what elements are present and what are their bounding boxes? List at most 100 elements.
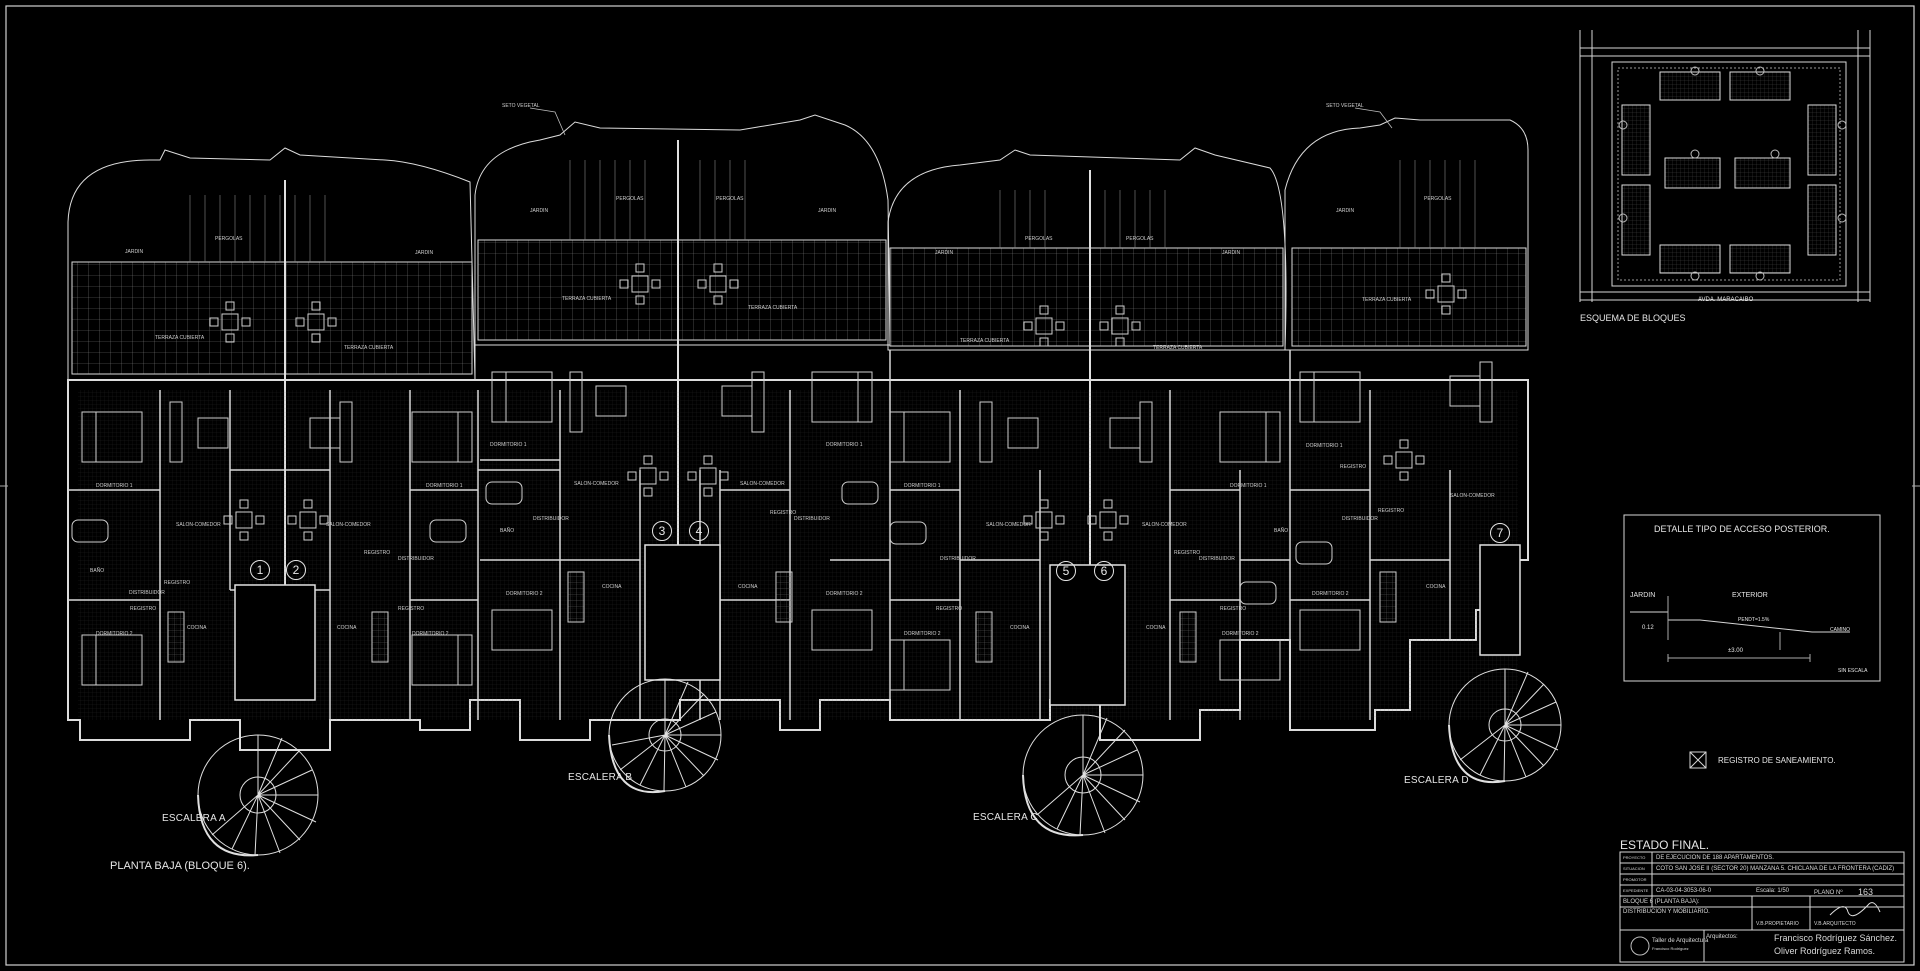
detail-exterior: EXTERIOR <box>1732 592 1768 599</box>
terrace-grid-2 <box>477 239 887 341</box>
spiral-stair-c <box>1022 714 1144 837</box>
room-label: DISTRIBUIDOR <box>129 590 165 596</box>
seto-label-2: SETO VEGETAL <box>1326 103 1364 109</box>
room-label: SALON-COMEDOR <box>1142 522 1187 528</box>
room-label: TERRAZA CUBIERTA <box>1153 345 1203 351</box>
detail-title: DETALLE TIPO DE ACCESO POSTERIOR. <box>1654 524 1830 534</box>
unit-number-5: 5 <box>1056 561 1076 581</box>
room-label: COCINA <box>1426 584 1446 590</box>
room-label: DORMITORIO 2 <box>904 631 941 637</box>
titleblock-heading: ESTADO FINAL. <box>1620 838 1710 852</box>
spiral-stair-d <box>1448 668 1562 784</box>
room-label: TERRAZA CUBIERTA <box>155 335 205 341</box>
beds <box>81 371 1361 691</box>
plan-title: PLANTA BAJA (BLOQUE 6). <box>110 860 250 872</box>
room-label: SALON-COMEDOR <box>1450 493 1495 499</box>
title-block <box>1619 851 1905 963</box>
room-label: DORMITORIO 2 <box>1222 631 1259 637</box>
garden-outline-3 <box>887 147 1287 351</box>
room-label: DISTRIBUIDOR <box>940 556 976 562</box>
legend-text: REGISTRO DE SANEAMIENTO. <box>1718 756 1836 765</box>
room-label: SALON-COMEDOR <box>326 522 371 528</box>
tb-block-desc-2: DISTRIBUCION Y MOBILIARIO. <box>1623 909 1710 915</box>
room-label: PERGOLAS <box>616 196 644 202</box>
room-label: DISTRIBUIDOR <box>1199 556 1235 562</box>
block-scheme <box>1579 30 1871 302</box>
room-label: REGISTRO <box>130 606 157 612</box>
room-label: BAÑO <box>500 528 515 534</box>
room-label: DORMITORIO 1 <box>904 483 941 489</box>
tb-expediente: CA-03-04-3053-06-0 <box>1656 888 1712 894</box>
room-label: PERGOLAS <box>1025 236 1053 242</box>
floor-plan <box>0 107 1920 857</box>
sofas <box>169 361 1493 463</box>
room-label: DORMITORIO 2 <box>96 631 133 637</box>
scheme-title: ESQUEMA DE BLOQUES <box>1580 313 1686 323</box>
room-label: COCINA <box>1010 625 1030 631</box>
room-label: REGISTRO <box>398 606 425 612</box>
tb-block-desc-1: BLOQUE 6 (PLANTA BAJA): <box>1623 899 1700 905</box>
unit-number-4: 4 <box>689 521 709 541</box>
detail-jardin: JARDIN <box>1630 592 1656 599</box>
tb-vb-arquitecto: V.B.ARQUITECTO <box>1814 921 1856 927</box>
tb-escala: Escala: 1/50 <box>1756 888 1790 894</box>
room-label: SALON-COMEDOR <box>986 522 1031 528</box>
room-label: JARDIN <box>935 250 954 256</box>
detail-height: 0.12 <box>1642 625 1654 631</box>
room-label: DISTRIBUIDOR <box>533 516 569 522</box>
room-label: REGISTRO <box>1220 606 1247 612</box>
room-label: JARDIN <box>415 250 434 256</box>
room-label: PERGOLAS <box>1126 236 1154 242</box>
room-label: DORMITORIO 2 <box>506 591 543 597</box>
scheme-street-label: AVDA. MARACAIBO <box>1698 297 1754 303</box>
tb-plano-label: PLANO Nº <box>1814 890 1843 896</box>
interior-floor-hatch <box>78 390 1518 720</box>
room-label: REGISTRO <box>936 606 963 612</box>
room-label: DORMITORIO 1 <box>1306 443 1343 449</box>
room-label: DORMITORIO 1 <box>426 483 463 489</box>
detail-camino: CAMINO <box>1830 627 1850 633</box>
room-label: JARDIN <box>818 208 837 214</box>
unit-number-6: 6 <box>1094 561 1114 581</box>
stair-label-b: ESCALERA B <box>568 772 633 783</box>
terrace-grid-3 <box>889 247 1284 347</box>
room-label: REGISTRO <box>1378 508 1405 514</box>
stair-label-c: ESCALERA C <box>973 812 1038 823</box>
room-label: SALON-COMEDOR <box>740 481 785 487</box>
detail-dimension: ±3.00 <box>1728 648 1743 654</box>
tb-situacion-label: SITUACION <box>1623 866 1645 871</box>
room-label: COCINA <box>187 625 207 631</box>
garden-outline-4 <box>1284 117 1529 351</box>
room-label: REGISTRO <box>770 510 797 516</box>
tb-vb-propietario: V.B.PROPIETARIO <box>1756 921 1799 927</box>
room-label: COCINA <box>738 584 758 590</box>
room-label: TERRAZA CUBIERTA <box>748 305 798 311</box>
room-label: JARDIN <box>1222 250 1241 256</box>
detail-slope: PENDT=1.5% <box>1738 617 1770 623</box>
room-label: REGISTRO <box>364 550 391 556</box>
room-label: SALON-COMEDOR <box>574 481 619 487</box>
spiral-stair-a <box>197 734 319 857</box>
furniture-tables <box>209 263 1467 541</box>
scheme-labels-circles <box>1618 66 1847 281</box>
tb-proyecto: DE EJECUCION DE 188 APARTAMENTOS. <box>1656 855 1774 861</box>
room-label: DORMITORIO 2 <box>412 631 449 637</box>
stair-label-d: ESCALERA D <box>1404 775 1469 786</box>
room-label: BAÑO <box>1274 528 1289 534</box>
scheme-blocks <box>1621 71 1837 274</box>
room-label: JARDIN <box>530 208 549 214</box>
room-label: COCINA <box>602 584 622 590</box>
tb-proyecto-label: PROYECTO <box>1623 855 1646 860</box>
unit-number-2: 2 <box>286 560 306 580</box>
room-label: COCINA <box>337 625 357 631</box>
kitchens <box>167 571 1397 663</box>
unit-number-3: 3 <box>652 521 672 541</box>
room-label: DORMITORIO 2 <box>1312 591 1349 597</box>
room-label: REGISTRO <box>1174 550 1201 556</box>
detail-access <box>1623 514 1881 682</box>
bathtubs <box>71 481 1333 605</box>
room-label: DORMITORIO 1 <box>96 483 133 489</box>
tb-expediente-label: EXPEDIENTE <box>1623 888 1649 893</box>
tb-situacion: COTO SAN JOSE II (SECTOR 20) MANZANA 5. … <box>1656 866 1895 872</box>
